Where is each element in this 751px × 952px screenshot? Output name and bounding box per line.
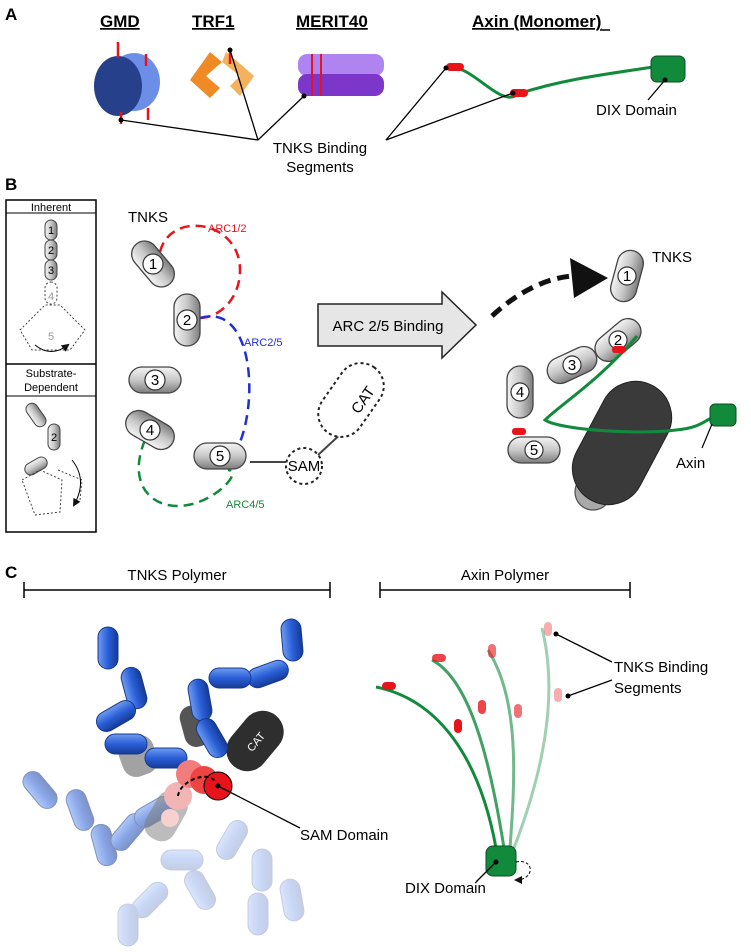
sam-domain-label: SAM Domain: [300, 827, 388, 844]
tnks-binding-segments-c-line1: TNKS Binding: [614, 659, 708, 676]
header-merit40: MERIT40: [296, 12, 368, 31]
panel-label-c: C: [5, 563, 17, 582]
panel-label-a: A: [5, 5, 17, 24]
merit40-icon: [298, 54, 384, 96]
arc45-label: ARC4/5: [226, 499, 265, 511]
arc-binding-arrow: [317, 290, 478, 360]
tnks-label: TNKS: [128, 209, 168, 226]
tnks-num-1: 1: [149, 256, 157, 273]
panel-label-b: B: [5, 175, 17, 194]
axin-label-b: Axin: [676, 455, 705, 472]
trf1-icon: [190, 50, 254, 98]
inherent-diagram: 1 2 3 4 5: [19, 219, 86, 352]
bound-num-4: 4: [516, 384, 524, 401]
inset-inherent-title: Inherent: [31, 202, 71, 214]
inset-num-3: 3: [48, 265, 54, 277]
dix-domain-label-a: DIX Domain: [596, 102, 677, 119]
tnks-bound-label: TNKS: [652, 249, 692, 266]
dix-domain-label-c: DIX Domain: [405, 880, 486, 897]
arc-binding-label: ARC 2/5 Binding: [333, 318, 444, 335]
tnks-num-5: 5: [216, 448, 224, 465]
axin-polymer: [375, 622, 562, 884]
segment-pointer-lines: [120, 49, 514, 141]
cat-domain: [317, 362, 385, 438]
substrate-diagram: 2: [21, 402, 83, 516]
inset-frame: [5, 199, 97, 533]
inset-num-2: 2: [48, 245, 54, 257]
inset-num-5: 5: [48, 331, 54, 343]
bound-num-1: 1: [623, 268, 631, 285]
inset-num-1: 1: [48, 225, 54, 237]
tnks-binding-segments-a-line1: TNKS Binding: [273, 140, 367, 157]
axin-monomer-icon: [444, 55, 686, 99]
bound-num-5: 5: [530, 442, 538, 459]
sam-domain: [285, 447, 323, 485]
sam-label: SAM: [288, 458, 321, 475]
inset-substrate-title-line1: Substrate-: [26, 368, 77, 380]
tnks-polymer: CAT: [18, 617, 306, 947]
tnks-num-3: 3: [151, 372, 159, 389]
tnks-num-4: 4: [146, 422, 154, 439]
bound-num-3: 3: [568, 357, 576, 374]
bound-complex: [506, 246, 737, 511]
inset2-num-2: 2: [51, 432, 57, 444]
header-axin-monomer: Axin (Monomer): [472, 12, 601, 31]
axin-polymer-label: Axin Polymer: [461, 567, 549, 584]
gmd-icon: [94, 42, 160, 124]
bound-num-2: 2: [614, 332, 622, 349]
tnks-binding-segments-c-line2: Segments: [614, 680, 682, 697]
tnks-binding-segments-a-line2: Segments: [286, 159, 354, 176]
arc25-label: ARC2/5: [244, 337, 283, 349]
inset-num-4: 4: [48, 291, 54, 303]
inset-substrate-title-line2: Dependent: [24, 382, 78, 394]
header-trf1: TRF1: [192, 12, 235, 31]
tnks-polymer-label: TNKS Polymer: [127, 567, 226, 584]
header-gmd: GMD: [100, 12, 140, 31]
tnks-num-2: 2: [183, 312, 191, 329]
